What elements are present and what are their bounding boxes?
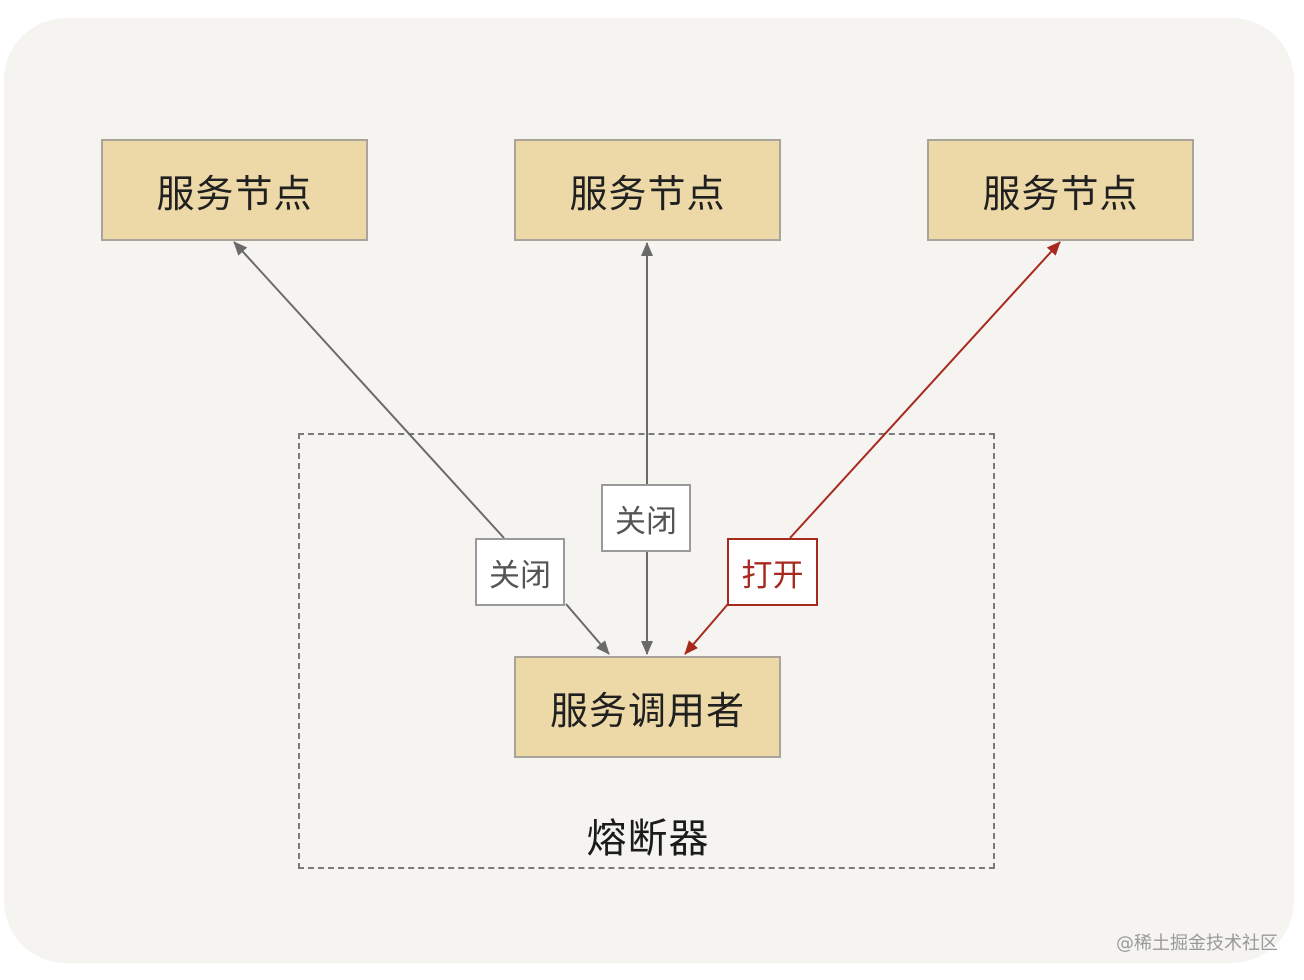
service-node-left-label: 服务节点 — [156, 171, 313, 216]
service-node-center: 服务节点 — [514, 139, 781, 241]
service-caller-label: 服务调用者 — [549, 688, 745, 733]
service-node-center-label: 服务节点 — [569, 171, 726, 216]
left-closed-state: 关闭 — [475, 538, 565, 606]
left-link-lower — [565, 603, 610, 655]
left-state-label: 关闭 — [489, 557, 551, 594]
service-node-left: 服务节点 — [101, 139, 368, 241]
right-link-lower — [684, 603, 729, 655]
left-link-upper — [233, 241, 505, 539]
right-link-upper — [789, 241, 1061, 539]
middle-closed-state: 关闭 — [601, 484, 691, 552]
service-node-right: 服务节点 — [927, 139, 1194, 241]
right-open-state: 打开 — [727, 538, 818, 606]
right-state-label: 打开 — [741, 557, 804, 594]
circuit-breaker-label: 熔断器 — [586, 816, 710, 862]
source-watermark: @稀土掘金技术社区 — [1116, 933, 1278, 954]
middle-state-label: 关闭 — [615, 503, 677, 540]
service-caller: 服务调用者 — [514, 656, 781, 758]
service-node-right-label: 服务节点 — [982, 171, 1139, 216]
